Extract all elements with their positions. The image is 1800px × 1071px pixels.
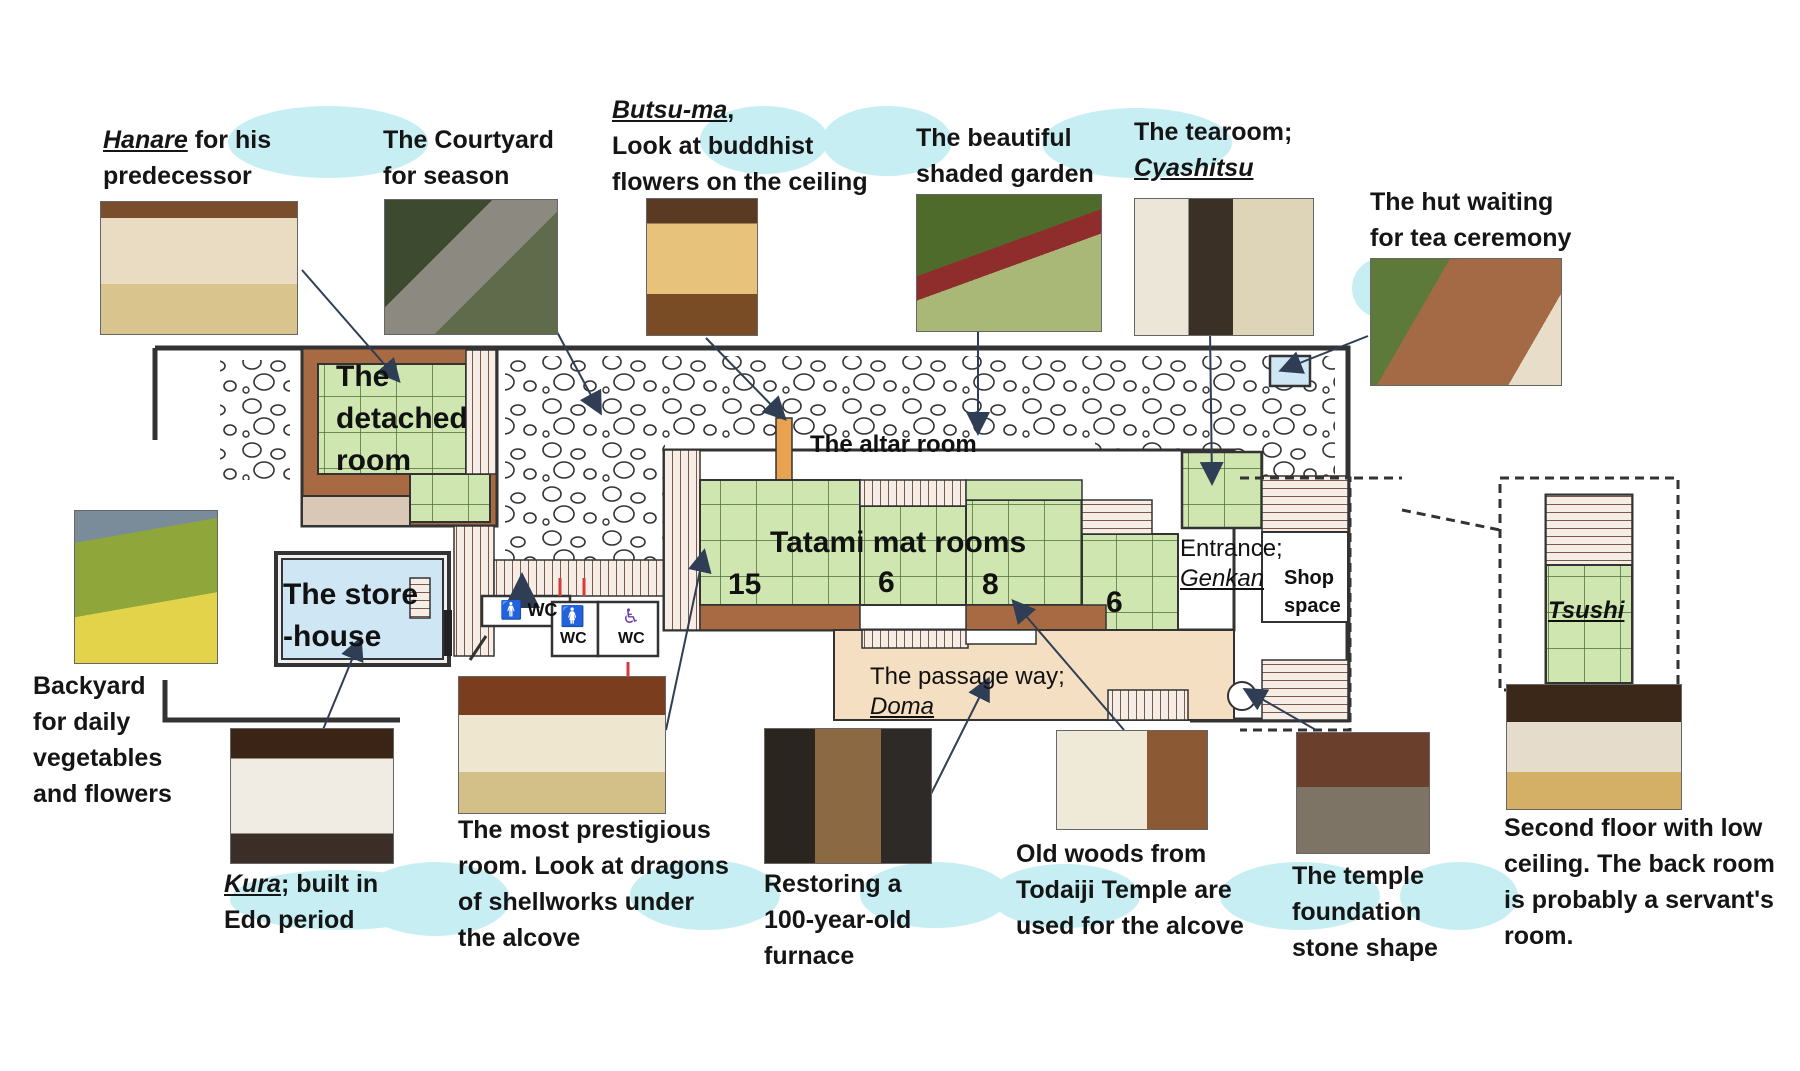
wc-label: WC (618, 630, 645, 647)
caption-tearoom: The tearoom; Cyashitsu (1134, 118, 1293, 182)
detached-room-label: The detached room (336, 360, 468, 477)
wheelchair-icon: ♿ (622, 606, 640, 628)
tsushi-label: Tsushi (1548, 597, 1625, 624)
passage-label: The passage way; Doma (870, 663, 1065, 720)
second-floor-photo (1506, 684, 1682, 810)
prestigious-room-photo (458, 676, 666, 814)
tatami-rooms-label: Tatami mat rooms (770, 526, 1027, 559)
hanare-photo (100, 201, 298, 335)
caption-bubble (700, 106, 828, 174)
caption-butsuma: Butsu-ma, Look at buddhist flowers on th… (612, 96, 868, 196)
altar-room-label: The altar room (810, 431, 977, 458)
courtyard-photo (384, 199, 558, 335)
wc-label: 🚹 WC (500, 600, 558, 620)
caption-furnace: Restoring a 100-year-old furnace (764, 870, 912, 970)
entrance-label: Entrance; Genkan (1180, 535, 1283, 592)
room-number: 15 (728, 568, 762, 601)
caption-bubble (1220, 862, 1380, 930)
todaiji-alcove-photo (1056, 730, 1208, 830)
restroom-icon: 🚺 (560, 606, 585, 628)
caption-bubble (990, 864, 1140, 928)
wc-label: WC (560, 630, 587, 647)
caption-todaiji: Old woods from Todaiji Temple are used f… (1016, 840, 1244, 940)
caption-courtyard: The Courtyard for season (383, 126, 554, 190)
store-house-label: The store -house (283, 578, 419, 653)
caption-second-floor: Second floor with low ceiling. The back … (1504, 814, 1775, 950)
caption-bubble (228, 106, 428, 178)
caption-bubble (860, 862, 1010, 928)
caption-foundation: The temple foundation stone shape (1292, 862, 1438, 962)
shop-space-label: Shop space (1284, 567, 1341, 617)
tearoom-photo (1134, 198, 1314, 336)
caption-bubble (1400, 862, 1518, 930)
foundation-stone-photo (1296, 732, 1430, 854)
room-number: 6 (1106, 586, 1123, 619)
kura-photo (230, 728, 394, 864)
caption-kura: Kura; built in Edo period (224, 870, 379, 934)
caption-bubble (630, 860, 780, 930)
toilet-icon: 🚹 (500, 600, 523, 620)
room-number: 8 (982, 568, 999, 601)
caption-hut: The hut waiting for tea ceremony (1370, 188, 1572, 252)
caption-prestigious-room: The most prestigious room. Look at drago… (458, 816, 729, 952)
caption-bubble (360, 862, 510, 936)
room-number: 6 (878, 566, 895, 599)
caption-backyard: Backyard for daily vegetables and flower… (33, 672, 172, 808)
caption-bubble (822, 106, 952, 176)
garden-photo (916, 194, 1102, 332)
caption-hanare: Hanare for his predecessor (103, 126, 272, 190)
butsuma-photo (646, 198, 758, 336)
hut-photo (1370, 258, 1562, 386)
furnace-photo (764, 728, 932, 864)
backyard-photo (74, 510, 218, 664)
caption-bubble (1042, 108, 1232, 178)
caption-garden: The beautiful shaded garden (916, 124, 1094, 188)
